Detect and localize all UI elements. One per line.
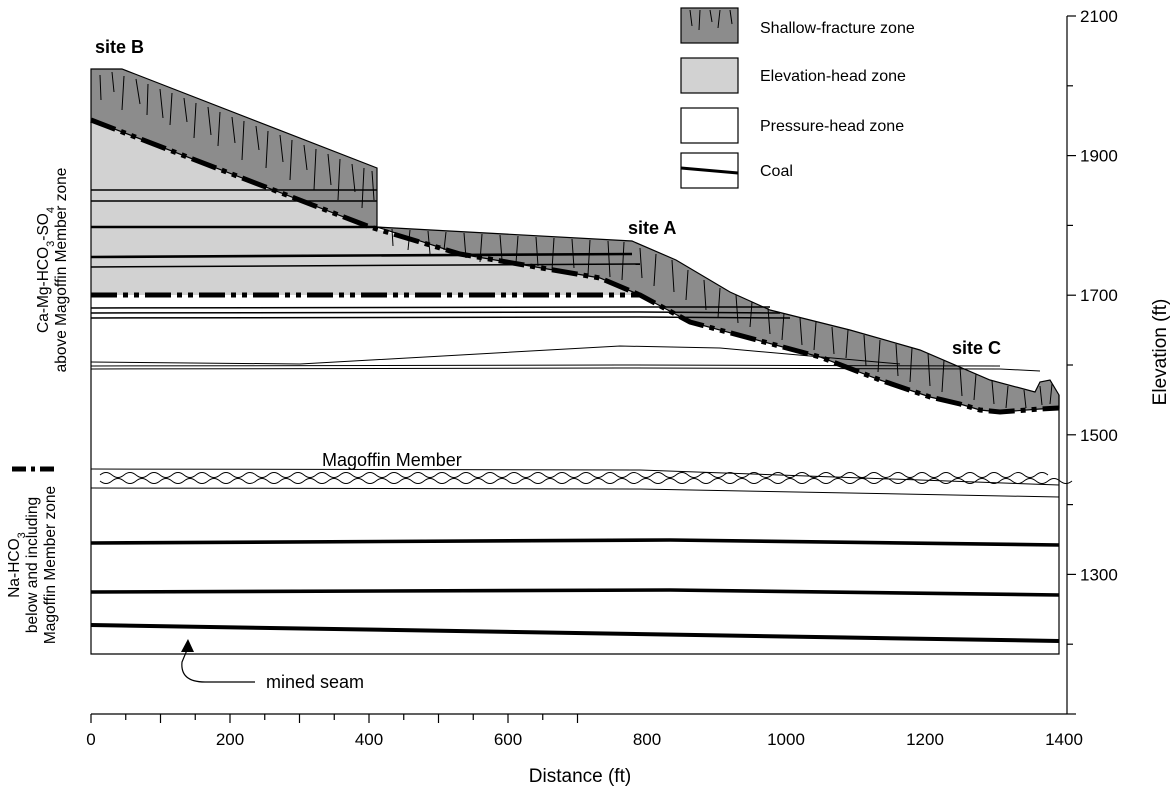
y-axis-ticks: 2100 1900 1700 1500 1300 (1067, 7, 1118, 715)
x-tick-label: 1400 (1045, 730, 1083, 749)
x-tick-label: 1200 (906, 730, 944, 749)
lower-zone-chem: Na-HCO (6, 538, 23, 597)
x-tick-label: 800 (633, 730, 661, 749)
y-axis-title: Elevation (ft) (1150, 299, 1171, 406)
y-tick-label: 1700 (1080, 286, 1118, 305)
upper-zone-desc: above Magoffin Member zone (53, 168, 70, 373)
legend-label-elevation-head: Elevation-head zone (760, 68, 906, 85)
strata-lines (90, 120, 1060, 655)
magoffin-member-label: Magoffin Member (322, 450, 462, 470)
x-tick-label: 1000 (767, 730, 805, 749)
upper-zone-chem: Ca-Mg-HCO (35, 247, 52, 333)
zone-polygons (90, 68, 1060, 654)
magoffin-upper-boundary (91, 292, 1060, 415)
zone-boundary-lines (90, 117, 1060, 415)
fracture-hatching (99, 71, 1053, 409)
upper-zone-sub2: 4 (45, 207, 57, 213)
legend-swatch-pressure-head (680, 107, 739, 144)
lower-zone-desc-1: below and including (24, 497, 41, 633)
x-axis-title: Distance (ft) (529, 766, 631, 787)
upper-zone-mid: -SO (35, 213, 52, 241)
mined-seam-label: mined seam (266, 672, 364, 692)
site-c-label: site C (952, 338, 1001, 358)
x-axis-ticks: 0 200 400 600 800 1000 1200 1400 (86, 714, 1083, 749)
legend-swatch-shallow-fracture (680, 7, 739, 44)
x-tick-label: 200 (216, 730, 244, 749)
y-axis: 2100 1900 1700 1500 1300 Elevation (ft) (1066, 7, 1171, 715)
x-tick-label: 600 (494, 730, 522, 749)
mined-seam-arrow (181, 649, 255, 683)
elevation-head-zone (91, 120, 640, 295)
legend-coal-line (680, 166, 739, 175)
x-tick-label: 0 (86, 730, 95, 749)
svg-text:Ca-Mg-HCO3-SO4: Ca-Mg-HCO3-SO4 (35, 207, 57, 333)
x-axis: 0 200 400 600 800 1000 1200 1400 Distance (ft) (86, 713, 1083, 787)
lower-zone-sub1: 3 (16, 532, 28, 538)
lower-zone-label: Na-HCO3 below and including Magoffin Mem… (6, 486, 59, 644)
elevation-head-top-boundary (90, 117, 641, 298)
legend-hatching (689, 9, 733, 31)
y-tick-label: 1900 (1080, 147, 1118, 166)
legend-swatch-elevation-head (680, 57, 739, 94)
upper-zone-sub1: 3 (45, 241, 57, 247)
y-tick-label: 1300 (1080, 565, 1118, 584)
legend: Shallow-fracture zone Elevation-head zon… (680, 7, 915, 189)
legend-label-pressure-head: Pressure-head zone (760, 118, 904, 135)
mined-seam-arrowhead (181, 639, 194, 652)
legend-label-shallow-fracture: Shallow-fracture zone (760, 20, 915, 37)
svg-text:Na-HCO3: Na-HCO3 (6, 532, 28, 598)
y-tick-label: 2100 (1080, 7, 1118, 26)
zone-labels: Ca-Mg-HCO3-SO4 above Magoffin Member zon… (6, 168, 70, 645)
upper-zone-label: Ca-Mg-HCO3-SO4 above Magoffin Member zon… (35, 168, 70, 373)
mined-seam-annotation: mined seam (181, 639, 364, 692)
lower-zone-desc-2: Magoffin Member zone (42, 486, 59, 644)
x-tick-label: 400 (355, 730, 383, 749)
magoffin-member-band (99, 472, 1073, 484)
legend-label-coal: Coal (760, 163, 793, 180)
site-b-label: site B (95, 37, 144, 57)
pressure-head-zone (91, 295, 1059, 654)
site-a-label: site A (628, 218, 676, 238)
y-tick-label: 1500 (1080, 426, 1118, 445)
